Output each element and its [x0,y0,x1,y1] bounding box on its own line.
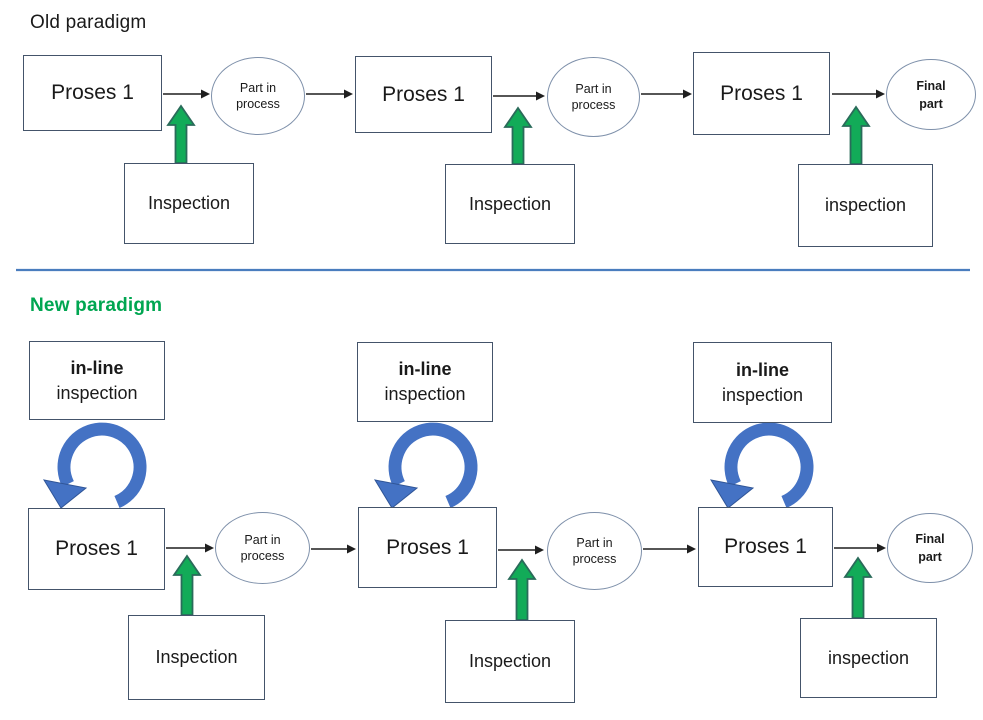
process-label: Proses 1 [724,535,807,558]
process-label: Proses 1 [55,537,138,560]
circle-label-line: part [918,550,942,564]
circle-label-line: Final [915,532,945,546]
inline-label-line: in-line [70,357,124,378]
inline-label-line: inspection [56,382,138,403]
old-inspection-box-2: Inspection [445,164,575,244]
inline-label-line: in-line [736,359,789,380]
green-up-arrow-icon [172,554,202,616]
old-process-box-3: Proses 1 [693,52,830,135]
new-part-in-process-circle-1: Part in process [215,512,310,584]
inline-inspection-box-3: in-line inspection [693,342,832,423]
flow-arrowhead-icon [877,543,886,553]
new-flow-arrowheads [205,543,886,555]
old-part-in-process-circle-1: Part in process [211,57,305,135]
new-process-box-2: Proses 1 [358,507,497,588]
old-flow-arrowheads [201,89,885,101]
inline-inspection-box-1: in-line inspection [29,341,165,420]
green-up-arrow-icon [166,104,196,164]
process-label: Proses 1 [382,82,465,106]
circle-label-line: process [240,549,285,563]
process-label: Proses 1 [51,81,134,104]
new-process-box-1: Proses 1 [28,508,165,590]
new-inspection-box-1: Inspection [128,615,265,700]
flow-arrowhead-icon [876,89,885,99]
flow-arrowhead-icon [205,543,214,553]
circle-label-line: Part in [239,81,277,95]
new-green-arrows [172,554,873,621]
circle-label-line: process [572,552,617,566]
old-final-part-circle: Final part [886,59,976,130]
loop-arrowhead-icon [709,479,755,509]
process-label: Proses 1 [386,535,469,559]
old-part-in-process-circle-2: Part in process [547,57,640,137]
inspection-label: Inspection [147,193,231,213]
loop-arrow-arc-icon [57,422,147,508]
green-up-arrow-icon [841,105,871,165]
green-up-arrow-icon [843,556,873,619]
circle-label-line: Final [916,78,946,93]
new-paradigm-title: New paradigm [30,295,163,316]
flow-arrowhead-icon [535,545,544,555]
new-part-in-process-circle-2: Part in process [547,512,642,590]
circle-label-line: Part in [244,533,281,547]
flow-arrowhead-icon [536,91,545,101]
circle-label-line: Part in [575,82,612,96]
flow-arrowhead-icon [344,89,353,99]
circle-label-line: Part in [576,536,613,550]
inspection-label: inspection [824,195,907,215]
loop-arrow-arc-icon [388,422,478,508]
old-paradigm-title: Old paradigm [30,12,147,33]
inspection-label: inspection [827,647,910,668]
new-process-box-3: Proses 1 [698,507,833,587]
flow-arrowhead-icon [347,544,356,554]
inspection-label: Inspection [468,193,552,214]
inline-inspection-box-2: in-line inspection [357,342,493,422]
flow-arrowhead-icon [201,89,210,99]
old-process-box-2: Proses 1 [355,56,492,133]
inline-label-line: inspection [721,384,804,405]
flow-arrowhead-icon [683,89,692,99]
loop-arrowhead-icon [42,479,88,509]
loop-arrow-arc-icon [724,422,814,508]
old-flow-arrows [163,93,877,97]
new-inspection-box-2: Inspection [445,620,575,703]
old-inspection-box-1: Inspection [124,163,254,244]
loop-arrows [42,422,814,509]
new-flow-arrows [166,547,878,551]
new-inspection-box-3: inspection [800,618,937,698]
inline-label-line: inspection [384,384,466,404]
flow-arrowhead-icon [687,544,696,554]
inspection-label: Inspection [468,651,552,671]
loop-arrowhead-icon [373,479,419,509]
new-final-part-circle: Final part [887,513,973,583]
green-up-arrow-icon [503,106,533,165]
circle-label-line: process [236,97,280,111]
old-inspection-box-3: inspection [798,164,933,247]
old-process-box-1: Proses 1 [23,55,162,131]
inspection-label: Inspection [155,647,238,667]
green-up-arrow-icon [507,558,537,621]
inline-label-line: in-line [398,359,452,379]
process-label: Proses 1 [720,81,803,105]
circle-label-line: part [919,96,943,111]
circle-label-line: process [571,98,616,112]
